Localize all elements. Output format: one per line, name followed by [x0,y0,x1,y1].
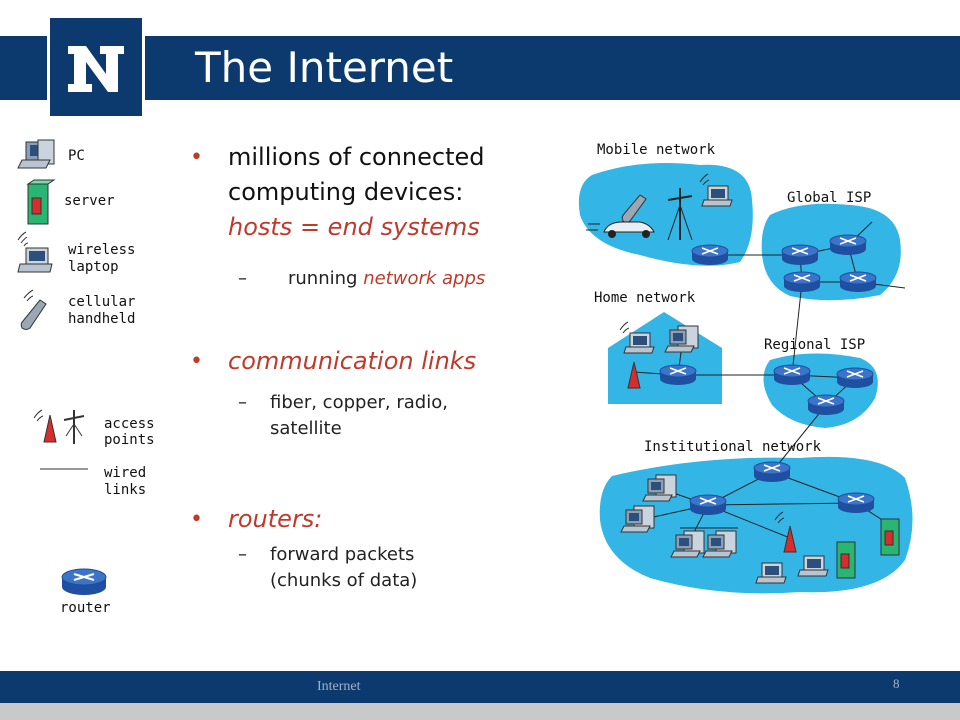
label-home-network: Home network [594,290,696,306]
router-global-3 [783,271,821,293]
home-access-point-icon [627,361,641,389]
dash: – [238,544,247,565]
inst-laptop-2-icon [797,555,829,577]
legend-label-server: server [64,193,115,209]
legend-label-router: router [60,600,111,616]
server-icon [26,179,56,225]
sub-bullet-apps: – running network apps [190,266,550,292]
router-inst-2 [689,494,727,516]
inst-server-1-icon [836,541,856,579]
sub-bullet-media: – fiber, copper, radio, satellite [238,392,448,439]
global-isp-area [761,203,901,301]
mobile-antenna-icon [667,188,693,241]
legend-label-pc: PC [68,148,85,164]
inst-server-2-icon [880,518,900,556]
router-global-4 [839,271,877,293]
inst-laptop-1-icon [755,562,787,584]
bullet-dot: • [190,145,203,170]
logo-n-icon [68,46,124,92]
label-mobile-network: Mobile network [597,142,716,158]
page-title: The Internet [195,43,454,92]
legend-label-cellular: cellular [68,294,136,310]
home-wireless-signal-icon [619,321,630,334]
router-inst-1 [753,461,791,483]
inst-pc-4-icon [702,530,737,558]
router-global-1 [781,244,819,266]
legend-label-points: points [104,432,155,448]
label-global-isp: Global ISP [787,190,872,206]
regional-isp-area [763,353,878,428]
router-global-2 [829,234,867,256]
mobile-network-area [578,162,753,266]
mobile-laptop-icon [701,185,733,207]
inst-pc-1-icon [642,474,677,502]
footer-label: Internet [317,679,361,694]
router-inst-3 [837,492,875,514]
label-institutional-network: Institutional network [644,439,822,455]
dash: – [238,392,247,413]
home-network-area [608,312,722,404]
wireless-signal-icon [699,173,710,186]
inst-access-point-icon [783,525,797,553]
bullet-links: • communication links [190,344,550,379]
title-bar [0,36,960,100]
mobile-handheld-icon [621,194,647,223]
car-icon [586,221,655,238]
bullet-devices: • millions of connected computing device… [190,140,485,245]
pc-icon [17,139,55,169]
bullet-routers: • routers: [190,502,550,537]
institutional-network-area [599,456,913,594]
inst-pc-2-icon [620,505,655,533]
wireless-laptop-icon [17,231,53,273]
router-regional-2 [836,367,874,389]
legend-label-access: access [104,416,155,432]
router-regional-1 [773,364,811,386]
legend-label-laptop: laptop [68,259,119,275]
inst-wireless-signal-icon [774,511,785,524]
footer-bar [0,671,960,703]
label-regional-isp: Regional ISP [764,337,866,353]
router-home [659,364,697,386]
wired-links [633,221,906,541]
legend-label-links: links [104,482,147,498]
router-regional-3 [807,394,845,416]
home-pc-icon [664,325,699,353]
access-point-icon [33,409,85,444]
bullet-dot: • [190,349,203,374]
sub-bullet-packets: – forward packets (chunks of data) [238,544,418,591]
page-number: 8 [893,676,900,691]
bullet-dot: • [190,507,203,532]
home-laptop-icon [623,332,655,354]
cellular-handheld-icon [20,289,47,330]
footer-strip [0,703,960,720]
legend-label-wired: wired [104,465,147,481]
dash: – [238,268,247,289]
inst-pc-3-icon [670,530,705,558]
university-logo [47,18,145,116]
legend-label-wireless: wireless [68,242,136,258]
router-mobile [691,244,729,266]
legend-label-handheld: handheld [68,311,136,327]
router-icon [61,568,107,595]
